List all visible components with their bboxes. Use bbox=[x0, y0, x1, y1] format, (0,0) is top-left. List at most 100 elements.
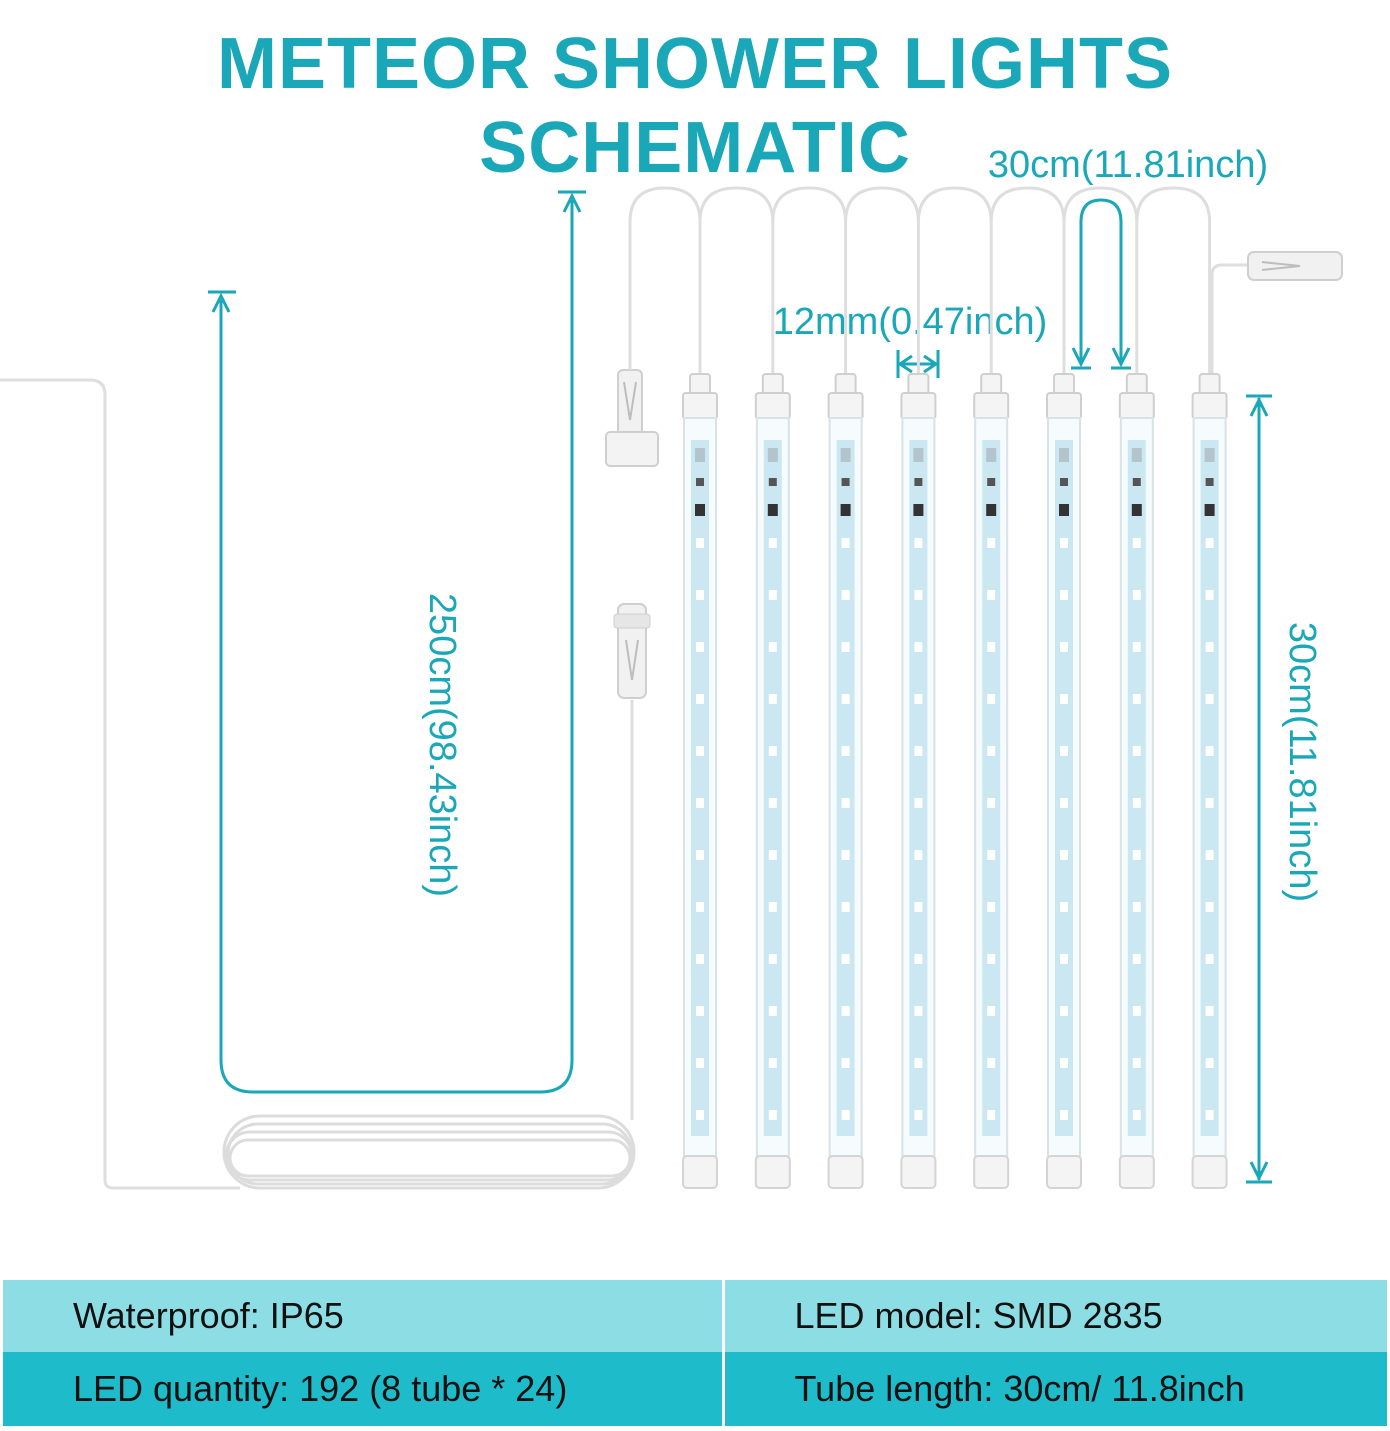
tube-cap bbox=[827, 392, 864, 420]
tube-end-cap bbox=[1118, 1155, 1155, 1189]
led-chip bbox=[841, 642, 850, 652]
led-chip bbox=[1060, 902, 1068, 912]
led-chip bbox=[1132, 1110, 1141, 1120]
led-chip bbox=[696, 1006, 704, 1016]
led-chip bbox=[696, 746, 704, 756]
led-chip bbox=[696, 590, 704, 600]
led-chip bbox=[1132, 746, 1141, 756]
page-title: METEOR SHOWER LIGHTS SCHEMATIC bbox=[217, 24, 1173, 188]
led-chip bbox=[914, 746, 923, 756]
led-chip bbox=[914, 694, 923, 704]
led-chip bbox=[987, 746, 996, 756]
led-chip bbox=[1060, 746, 1068, 756]
led-chip bbox=[914, 1006, 923, 1016]
led-chip bbox=[696, 694, 704, 704]
led-chip bbox=[768, 902, 777, 912]
led-chip bbox=[1060, 850, 1068, 860]
led-chip bbox=[696, 1110, 704, 1120]
led-chip bbox=[768, 1006, 777, 1016]
tube-terminal bbox=[767, 448, 778, 462]
led-chip bbox=[696, 954, 704, 964]
tube-terminal bbox=[695, 448, 705, 462]
led-chip bbox=[696, 642, 704, 652]
lead-length-dimension bbox=[208, 190, 586, 1094]
led-chip bbox=[914, 902, 923, 912]
schematic-diagram: 250cm(98.43inch) 30cm(11.81inch) 30cm(11… bbox=[0, 144, 1343, 1190]
tube-end-cap bbox=[682, 1155, 718, 1189]
led-chip bbox=[1132, 798, 1141, 808]
led-chip bbox=[1132, 1006, 1141, 1016]
tube-cap bbox=[1118, 392, 1155, 420]
led-chip bbox=[914, 954, 923, 964]
led-tube bbox=[754, 186, 848, 1189]
led-chip bbox=[1205, 746, 1214, 756]
led-chip bbox=[1132, 954, 1141, 964]
spec-row: Waterproof: IP65 LED model: SMD 2835 bbox=[3, 1280, 1387, 1352]
led-chip bbox=[696, 902, 704, 912]
led-chip bbox=[1132, 642, 1141, 652]
led-chip bbox=[1205, 954, 1214, 964]
tube-length-label: 30cm(11.81inch) bbox=[1281, 622, 1323, 902]
led-chip bbox=[1132, 590, 1141, 600]
led-chip bbox=[1060, 1006, 1068, 1016]
led-chip bbox=[1205, 1058, 1214, 1068]
led-chip bbox=[841, 798, 850, 808]
led-tube bbox=[1046, 186, 1139, 1189]
tube-chip bbox=[914, 478, 923, 486]
led-chip bbox=[1060, 538, 1068, 548]
led-chip bbox=[914, 1058, 923, 1068]
tube-strip bbox=[982, 440, 1001, 1136]
tube-cap bbox=[682, 392, 718, 420]
power-cable bbox=[0, 378, 240, 1190]
led-chip bbox=[1060, 590, 1068, 600]
spec-table: Waterproof: IP65 LED model: SMD 2835 LED… bbox=[3, 1280, 1387, 1426]
tube-chip bbox=[1204, 504, 1215, 516]
tube-wire bbox=[1062, 186, 1139, 378]
tube-chip bbox=[1132, 478, 1141, 486]
male-connector-icon bbox=[613, 603, 651, 699]
led-chip bbox=[987, 642, 996, 652]
led-chip bbox=[1132, 538, 1141, 548]
led-tube bbox=[973, 186, 1066, 1189]
led-chip bbox=[841, 1006, 850, 1016]
led-chip bbox=[841, 902, 850, 912]
led-chip bbox=[1205, 694, 1214, 704]
led-chip bbox=[987, 1058, 996, 1068]
tube-strip bbox=[763, 440, 782, 1136]
led-chip bbox=[914, 798, 923, 808]
led-chip bbox=[841, 1058, 850, 1068]
spec-tube-length: Tube length: 30cm/ 11.8inch bbox=[721, 1352, 1387, 1426]
led-chip bbox=[768, 798, 777, 808]
led-chip bbox=[1205, 850, 1214, 860]
tube-chip bbox=[768, 478, 777, 486]
led-chip bbox=[1205, 538, 1214, 548]
tube-wire bbox=[628, 186, 702, 370]
led-chip bbox=[914, 590, 923, 600]
led-chip bbox=[768, 590, 777, 600]
tube-strip bbox=[1200, 440, 1219, 1136]
led-chip bbox=[1132, 1058, 1141, 1068]
led-chip bbox=[987, 590, 996, 600]
led-chip bbox=[987, 538, 996, 548]
tube-chip bbox=[1205, 478, 1214, 486]
led-chip bbox=[768, 850, 777, 860]
tube-chip bbox=[1059, 504, 1069, 516]
tube-wire bbox=[916, 186, 993, 378]
tube-wire bbox=[989, 186, 1066, 378]
tube-end-cap bbox=[827, 1155, 864, 1189]
led-chip bbox=[841, 694, 850, 704]
lead-length-label: 250cm(98.43inch) bbox=[421, 593, 463, 897]
spec-led-quantity: LED quantity: 192 (8 tube * 24) bbox=[3, 1352, 724, 1426]
led-chip bbox=[1205, 798, 1214, 808]
led-chip bbox=[768, 642, 777, 652]
tube-chip bbox=[696, 478, 704, 486]
tube-cap bbox=[900, 392, 937, 420]
tube-wire bbox=[844, 186, 920, 378]
led-chip bbox=[841, 954, 850, 964]
tube-length-dimension bbox=[1246, 394, 1272, 1184]
tube-chip bbox=[1131, 504, 1142, 516]
tube-strip bbox=[1055, 440, 1073, 1136]
tube-end-cap bbox=[900, 1155, 937, 1189]
led-tube bbox=[1191, 222, 1228, 1189]
female-connector-icon bbox=[605, 369, 659, 467]
